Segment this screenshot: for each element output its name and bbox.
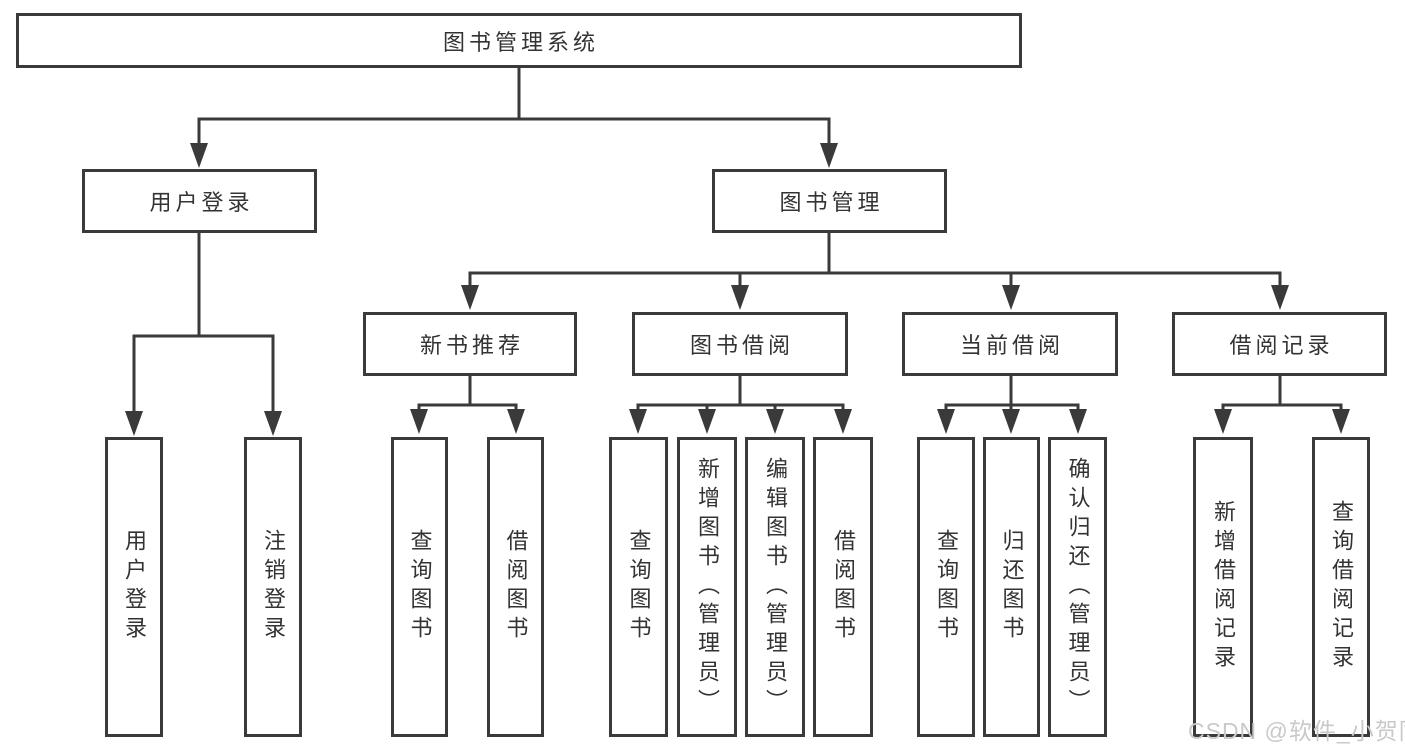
leaf-add-borrow-record: 新增借阅记录: [1193, 437, 1253, 737]
node-borrowing-records: 借阅记录: [1172, 312, 1387, 376]
leaf-query-books-recommend: 查询图书: [391, 437, 448, 737]
node-new-book-recommend: 新书推荐: [363, 312, 577, 376]
leaf-query-books-current: 查询图书: [917, 437, 975, 737]
node-book-management: 图书管理: [712, 169, 947, 233]
node-book-borrowing: 图书借阅: [632, 312, 848, 376]
leaf-borrow-books: 借阅图书: [813, 437, 873, 737]
leaf-query-books-borrowing: 查询图书: [609, 437, 668, 737]
node-user-login: 用户登录: [82, 169, 317, 233]
leaf-borrow-books-recommend: 借阅图书: [487, 437, 544, 737]
csdn-watermark: CSDN @软件_小贺同学: [1188, 718, 1405, 744]
leaf-add-books-admin: 新增图书（管理员）: [677, 437, 737, 737]
leaf-confirm-return-admin: 确认归还（管理员）: [1048, 437, 1107, 737]
leaf-user-login: 用户登录: [105, 437, 163, 737]
leaf-edit-books-admin: 编辑图书（管理员）: [745, 437, 805, 737]
leaf-query-borrow-record: 查询借阅记录: [1312, 437, 1370, 737]
leaf-return-books: 归还图书: [983, 437, 1040, 737]
node-library-system: 图书管理系统: [16, 13, 1022, 68]
leaf-logout: 注销登录: [244, 437, 302, 737]
node-current-borrowing: 当前借阅: [902, 312, 1118, 376]
